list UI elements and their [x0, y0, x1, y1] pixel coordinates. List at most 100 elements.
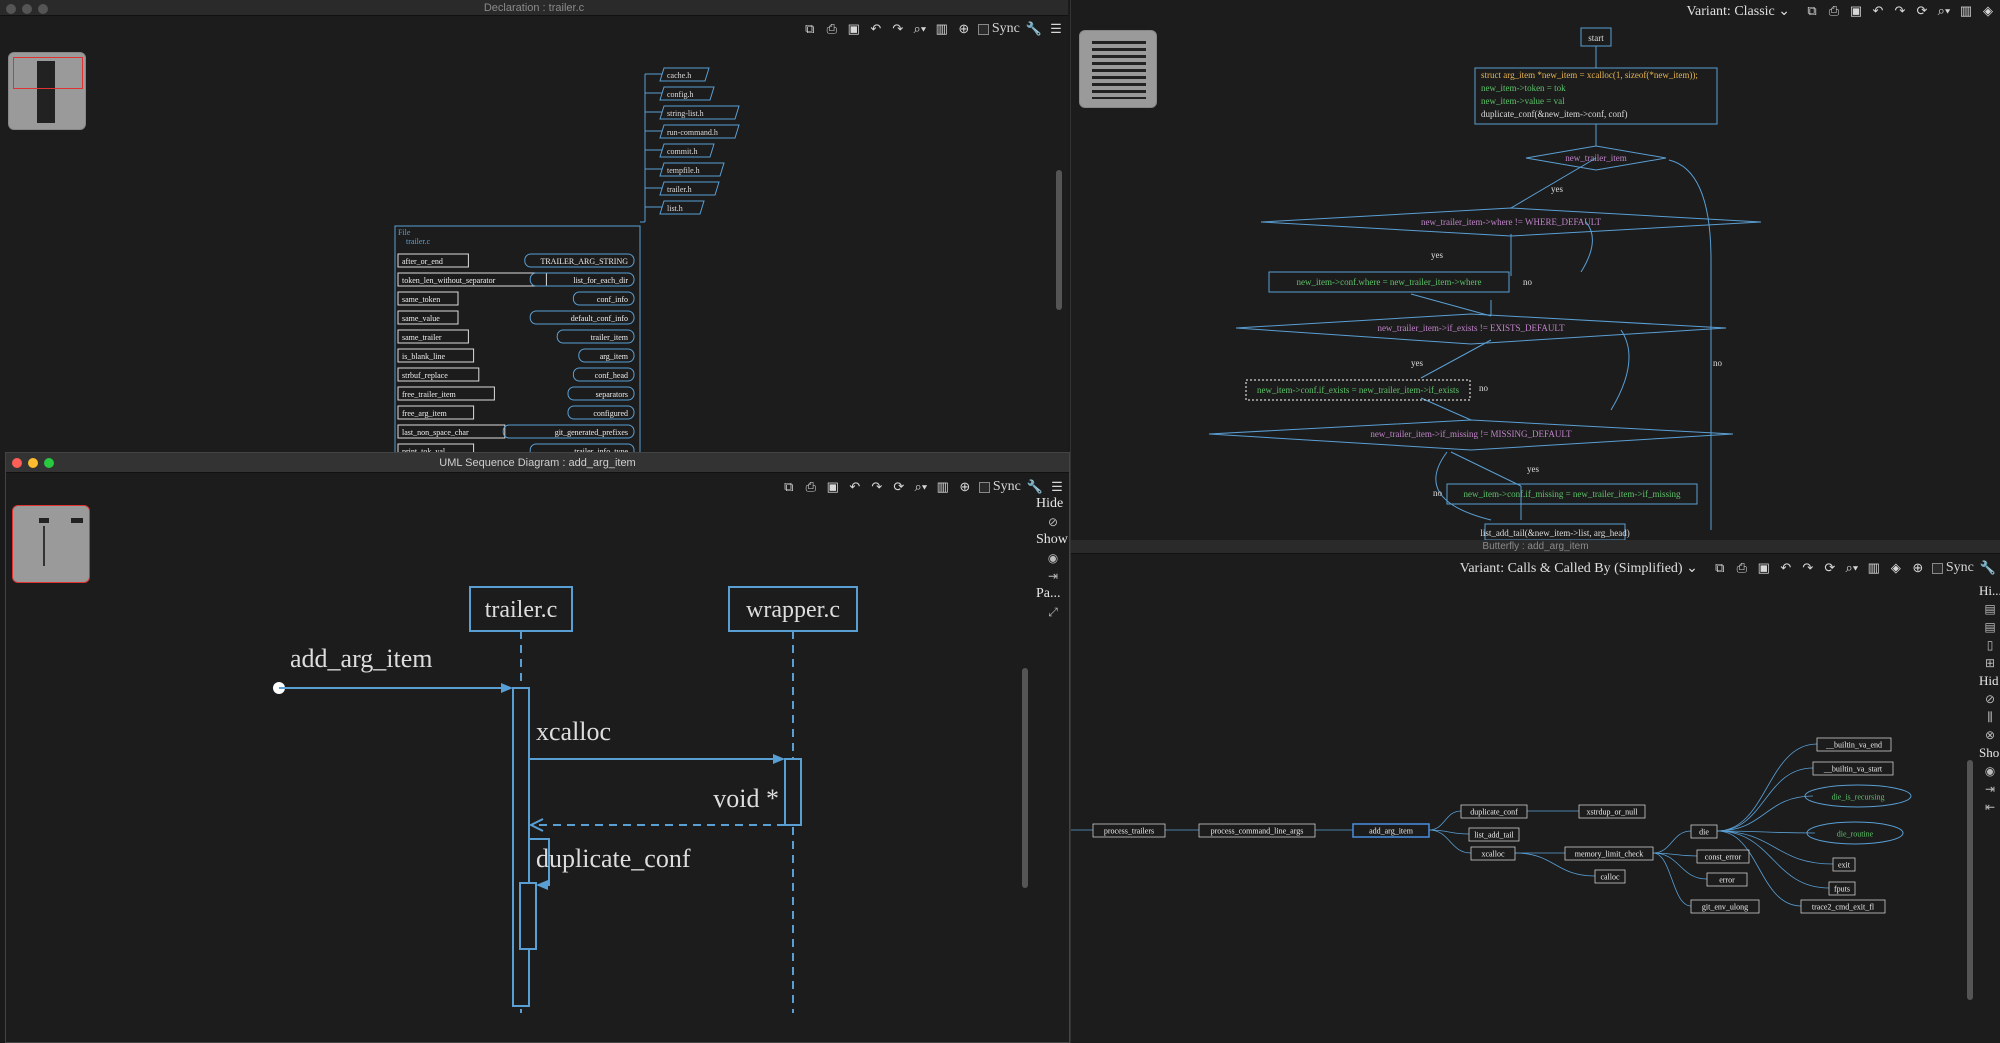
window-controls[interactable]: [12, 458, 54, 468]
map-icon[interactable]: ▥: [935, 21, 948, 36]
minimize-button[interactable]: [22, 4, 32, 14]
butterfly-node[interactable]: list_add_tail: [1468, 827, 1520, 842]
grid-icon[interactable]: ⊞: [1984, 656, 1996, 670]
flow-final-box[interactable]: [1484, 523, 1626, 540]
map-icon[interactable]: ▥: [1959, 3, 1973, 18]
minimize-button[interactable]: [28, 458, 38, 468]
export-icon[interactable]: ⇥: [1984, 782, 1996, 796]
show-eye-icon[interactable]: ◉: [1984, 764, 1996, 778]
close-button[interactable]: [6, 4, 16, 14]
butterfly-node[interactable]: xstrdup_or_null: [1578, 804, 1646, 819]
butterfly-node[interactable]: __builtin_va_end: [1816, 737, 1892, 752]
copy-icon[interactable]: ⧉: [784, 479, 794, 494]
flow-start-box[interactable]: [1580, 27, 1612, 47]
type-node[interactable]: git_generated_prefixes: [502, 424, 635, 439]
doc-icon[interactable]: ▯: [1986, 638, 1994, 652]
zoom-icon[interactable]: ⊕: [958, 21, 970, 36]
sequence-minimap[interactable]: [12, 505, 90, 583]
function-node[interactable]: free_trailer_item: [397, 386, 495, 401]
zoom-icon[interactable]: ⊕: [1912, 560, 1924, 575]
redo-icon[interactable]: ↷: [1894, 3, 1906, 18]
declaration-minimap[interactable]: [8, 52, 86, 130]
copy-icon[interactable]: ⧉: [1715, 560, 1725, 575]
butterfly-node[interactable]: xcalloc: [1470, 846, 1516, 861]
map-icon[interactable]: ▥: [936, 479, 949, 494]
zoom-icon[interactable]: ⊕: [959, 479, 971, 494]
butterfly-node[interactable]: calloc: [1594, 869, 1626, 884]
butterfly-node[interactable]: __builtin_va_start: [1812, 761, 1894, 776]
menu-icon[interactable]: ☰: [1050, 21, 1062, 36]
type-node[interactable]: configured: [567, 405, 635, 420]
hide-eye-icon[interactable]: ⊘: [1984, 692, 1996, 706]
filter-icon[interactable]: ⊗: [1984, 728, 1996, 742]
header-node[interactable]: cache.h: [659, 67, 710, 82]
sequence-scrollbar[interactable]: [1022, 668, 1028, 888]
search-icon[interactable]: ⌕▾: [913, 21, 927, 36]
type-node[interactable]: list_for_each_dir: [529, 272, 635, 287]
export-icon[interactable]: ⇥: [1047, 569, 1059, 583]
function-node[interactable]: after_or_end: [397, 253, 469, 268]
function-node[interactable]: token_len_without_separator: [397, 272, 547, 287]
flow-assign-3[interactable]: [1446, 483, 1698, 505]
butterfly-scrollbar[interactable]: [1967, 760, 1973, 1000]
flow-assign-1[interactable]: [1268, 271, 1510, 293]
show-eye-icon[interactable]: ◉: [1047, 551, 1059, 565]
expand-icon[interactable]: ⤢: [1048, 605, 1058, 619]
butterfly-node[interactable]: die_is_recursing: [1804, 784, 1912, 808]
search-icon[interactable]: ⌕▾: [1845, 560, 1859, 575]
sync-toggle[interactable]: Sync: [977, 21, 1020, 37]
butterfly-node[interactable]: git_env_ulong: [1690, 899, 1760, 914]
redo-icon[interactable]: ↷: [1802, 560, 1814, 575]
save-icon[interactable]: ▣: [1849, 3, 1863, 18]
undo-icon[interactable]: ↶: [849, 479, 861, 494]
refresh-icon[interactable]: ⟳: [893, 479, 905, 494]
type-node[interactable]: TRAILER_ARG_STRING: [524, 253, 635, 268]
zoom-button[interactable]: [38, 4, 48, 14]
copy-icon[interactable]: ⧉: [1807, 3, 1817, 18]
header-node[interactable]: trailer.h: [659, 181, 720, 196]
function-node[interactable]: free_arg_item: [397, 405, 475, 420]
print-icon[interactable]: ⎙: [826, 21, 838, 36]
import-icon[interactable]: ⇤: [1984, 800, 1996, 814]
sync-toggle[interactable]: Sync: [1931, 560, 1974, 576]
hide-eye-icon[interactable]: ⊘: [1047, 515, 1059, 529]
print-icon[interactable]: ⎙: [1736, 560, 1748, 575]
butterfly-node[interactable]: die: [1690, 824, 1718, 839]
butterfly-node[interactable]: memory_limit_check: [1564, 846, 1654, 861]
type-node[interactable]: trailer_item: [556, 329, 635, 344]
flow-assign-2[interactable]: [1245, 379, 1471, 401]
type-node[interactable]: arg_item: [578, 348, 635, 363]
type-node[interactable]: separators: [567, 386, 635, 401]
flowchart-minimap[interactable]: [1079, 30, 1157, 108]
undo-icon[interactable]: ↶: [870, 21, 882, 36]
type-node[interactable]: conf_head: [572, 367, 635, 382]
function-node[interactable]: is_blank_line: [397, 348, 475, 363]
zoom-button[interactable]: [44, 458, 54, 468]
flow-decision-1[interactable]: [1525, 145, 1667, 171]
columns-icon[interactable]: ⫼: [1987, 710, 1993, 724]
wrench-icon[interactable]: 🔧: [1026, 479, 1043, 494]
function-node[interactable]: same_token: [397, 291, 459, 306]
map-icon[interactable]: ▥: [1867, 560, 1880, 575]
flow-decision-3[interactable]: [1235, 313, 1727, 345]
wrench-icon[interactable]: 🔧: [1025, 21, 1042, 36]
butterfly-node[interactable]: process_trailers: [1092, 823, 1166, 838]
copy-icon[interactable]: ⧉: [805, 21, 815, 36]
butterfly-node[interactable]: fputs: [1828, 881, 1856, 896]
print-icon[interactable]: ⎙: [1828, 3, 1840, 18]
pin-icon[interactable]: ◈: [1890, 560, 1901, 575]
butterfly-node[interactable]: exit: [1832, 857, 1856, 872]
type-node[interactable]: conf_info: [572, 291, 635, 306]
butterfly-node[interactable]: add_arg_item: [1352, 823, 1430, 838]
pin-icon[interactable]: ◈: [1983, 3, 1993, 18]
declaration-scrollbar[interactable]: [1056, 170, 1062, 310]
header-node[interactable]: list.h: [659, 200, 705, 215]
redo-icon[interactable]: ↷: [892, 21, 904, 36]
sync-toggle[interactable]: Sync: [978, 479, 1021, 495]
butterfly-node[interactable]: duplicate_conf: [1460, 804, 1528, 819]
function-node[interactable]: same_trailer: [397, 329, 469, 344]
save-icon[interactable]: ▣: [847, 21, 860, 36]
save-icon[interactable]: ▣: [1757, 560, 1770, 575]
header-node[interactable]: commit.h: [659, 143, 715, 158]
refresh-icon[interactable]: ⟳: [1916, 3, 1928, 18]
